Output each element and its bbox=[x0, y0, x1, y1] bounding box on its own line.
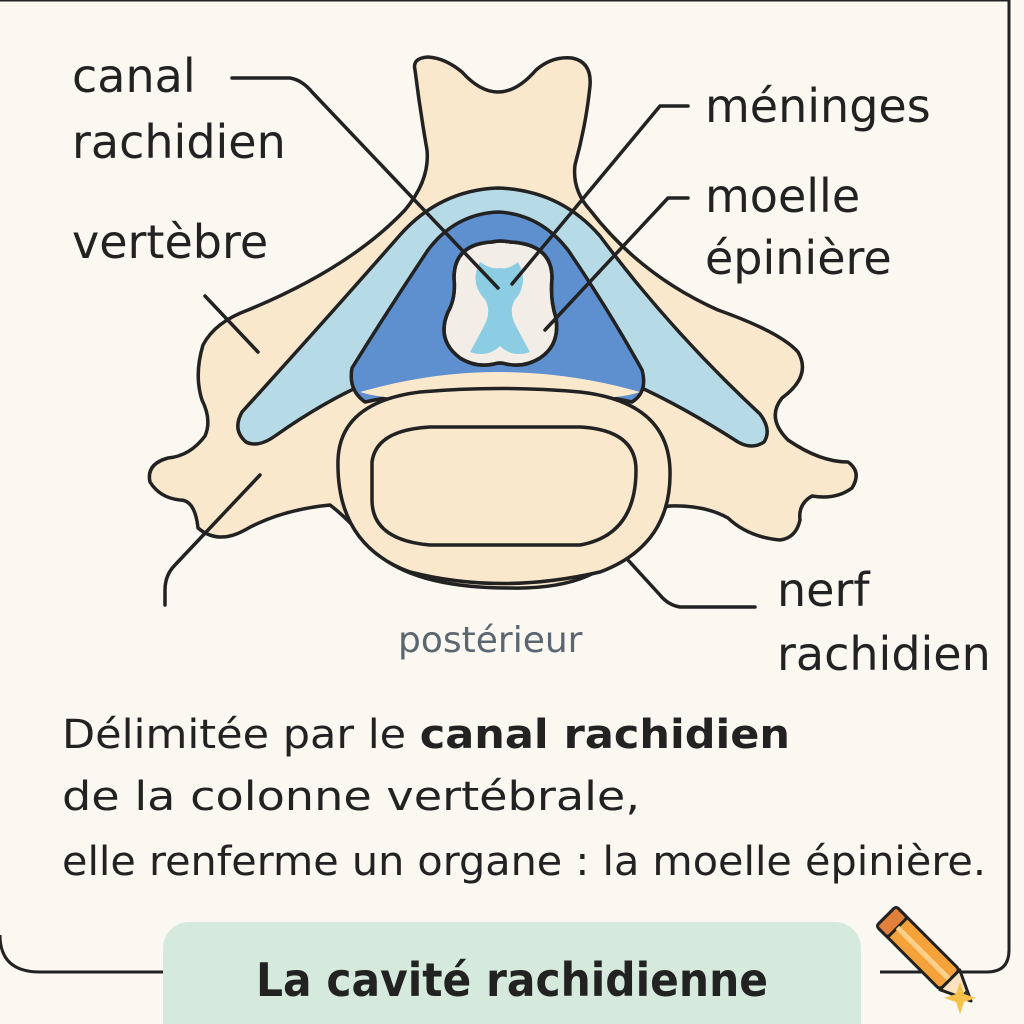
title-badge-text: La cavité rachidienne bbox=[256, 953, 768, 1007]
leader-nerve-left bbox=[163, 473, 262, 607]
sparkle-icon bbox=[944, 982, 976, 1014]
label-moelle-line2: épinière bbox=[705, 231, 892, 285]
card-frame bbox=[0, 0, 1011, 974]
label-nerf-line1: nerf bbox=[777, 563, 871, 617]
leader-nerf bbox=[626, 558, 757, 609]
label-vertebre: vertèbre bbox=[72, 215, 268, 269]
description-line3: elle renferme un organe : la moelle épin… bbox=[62, 839, 986, 885]
label-canal-line2: rachidien bbox=[72, 115, 286, 169]
spinal-cord-grey-matter bbox=[470, 262, 530, 354]
vertebral-body-inner bbox=[370, 425, 638, 547]
label-canal-line1: canal bbox=[72, 49, 196, 103]
description-line1: Délimitée par le canal rachidien bbox=[62, 712, 790, 758]
title-badge: La cavité rachidienne bbox=[163, 922, 861, 1024]
label-posterieur: postérieur bbox=[398, 620, 583, 661]
leader-vertebre bbox=[203, 294, 260, 354]
description-line2: de la colonne vertébrale, bbox=[62, 774, 640, 820]
leader-meninges bbox=[510, 104, 690, 286]
description: Délimitée par le canal rachidien de la c… bbox=[62, 712, 986, 885]
description-line1-bold: canal rachidien bbox=[420, 712, 790, 758]
description-line1-prefix: Délimitée par le bbox=[62, 712, 420, 758]
vertebra-illustration bbox=[147, 55, 858, 590]
label-meninges: méninges bbox=[705, 79, 931, 133]
leader-canal bbox=[230, 76, 500, 290]
title-badge-background bbox=[163, 922, 861, 1024]
leader-moelle bbox=[543, 196, 690, 332]
label-nerf-line2: rachidien bbox=[777, 627, 991, 681]
diagram-labels: canal rachidien vertèbre méninges moelle… bbox=[72, 49, 991, 681]
leader-lines bbox=[163, 76, 757, 609]
spinal-cord-outline bbox=[442, 239, 559, 367]
pencil-icon bbox=[876, 906, 973, 1003]
label-moelle-line1: moelle bbox=[705, 169, 860, 223]
